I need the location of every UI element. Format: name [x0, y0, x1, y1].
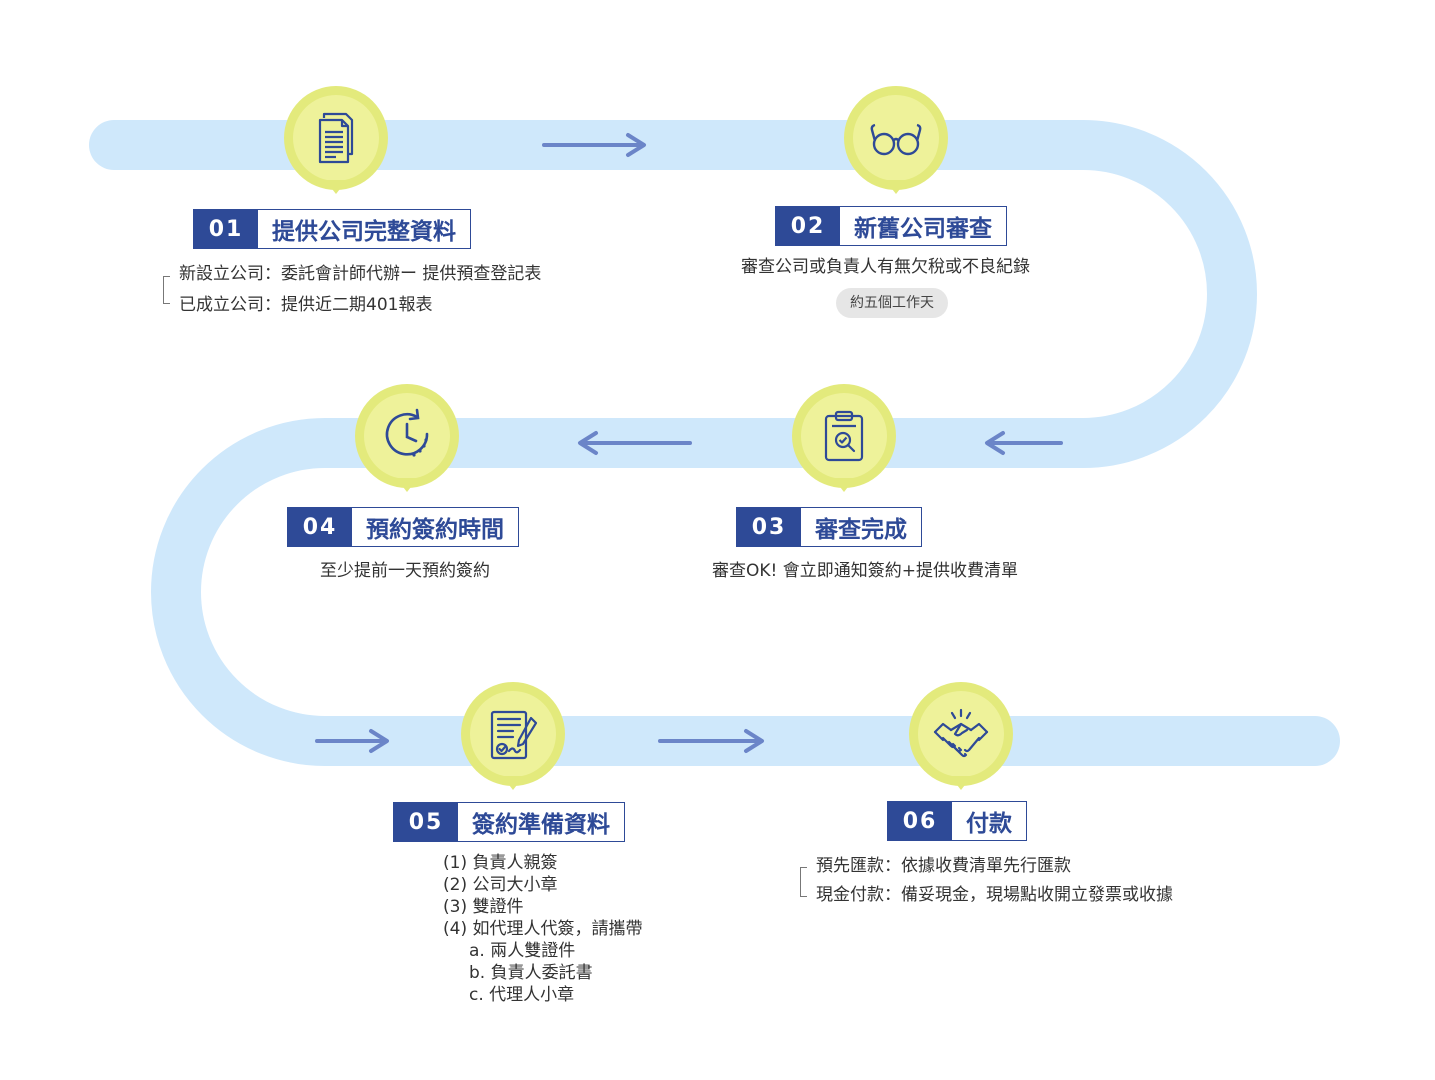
step-number: 01 [194, 210, 258, 248]
step-01-line-2: 已成立公司：提供近二期401報表 [179, 295, 433, 315]
step-02-marker [844, 86, 948, 196]
list-item: (1) 負責人親簽 [443, 853, 558, 873]
glasses-icon [870, 123, 922, 156]
step-02-header: 02 新舊公司審查 [775, 206, 1007, 246]
step-number: 04 [288, 508, 352, 546]
step-04-header: 04 預約簽約時間 [287, 507, 519, 547]
list-subitem: a. 兩人雙證件 [469, 941, 576, 961]
list-item: (2) 公司大小章 [443, 875, 558, 895]
arrow-right-2 [315, 729, 389, 753]
clipboard-search-icon [824, 410, 864, 462]
step-number: 02 [776, 207, 840, 245]
step-05-checklist: (1) 負責人親簽 (2) 公司大小章 (3) 雙證件 (4) 如代理人代簽，請… [443, 852, 642, 1006]
step-03-marker [792, 384, 896, 494]
step-number: 06 [888, 802, 952, 840]
step-03-description: 審查OK! 會立即通知簽約+提供收費清單 [712, 561, 1018, 581]
arrow-left-2 [578, 431, 692, 455]
arrow-left-1 [985, 431, 1063, 455]
bracket [800, 867, 807, 897]
step-02-description: 審查公司或負責人有無欠稅或不良紀錄 [741, 257, 1030, 277]
step-title: 預約簽約時間 [366, 517, 504, 543]
bracket [163, 276, 170, 304]
arrow-right-3 [658, 729, 764, 753]
step-06-header: 06 付款 [887, 801, 1027, 841]
step-01-marker [284, 86, 388, 196]
step-title: 提供公司完整資料 [272, 219, 456, 245]
step-title: 付款 [966, 811, 1012, 837]
step-number: 05 [394, 803, 458, 841]
contract-sign-icon [490, 710, 538, 760]
duration-badge: 約五個工作天 [836, 288, 948, 318]
step-title: 審查完成 [815, 517, 907, 543]
list-item: (4) 如代理人代簽，請攜帶 [443, 919, 643, 939]
step-04-marker [355, 384, 459, 494]
step-06-line-1: 預先匯款：依據收費清單先行匯款 [816, 856, 1071, 876]
step-06-line-2: 現金付款：備妥現金，現場點收開立發票或收據 [816, 885, 1173, 905]
clock-icon [385, 408, 429, 457]
step-05-marker [461, 682, 565, 792]
step-01-header: 01 提供公司完整資料 [193, 209, 471, 249]
step-number: 03 [737, 508, 801, 546]
list-subitem: b. 負責人委託書 [469, 963, 593, 983]
arrow-right-1 [542, 133, 646, 157]
list-item: (3) 雙證件 [443, 897, 524, 917]
handshake-icon [933, 708, 989, 758]
step-01-line-1: 新設立公司：委託會計師代辦ー 提供預查登記表 [179, 264, 542, 284]
step-04-description: 至少提前一天預約簽約 [320, 561, 490, 581]
step-06-marker [909, 682, 1013, 792]
list-subitem: c. 代理人小章 [469, 985, 575, 1005]
step-title: 新舊公司審查 [854, 216, 992, 242]
document-icon [318, 112, 354, 164]
step-05-header: 05 簽約準備資料 [393, 802, 625, 842]
step-title: 簽約準備資料 [472, 812, 610, 838]
step-03-header: 03 審查完成 [736, 507, 922, 547]
